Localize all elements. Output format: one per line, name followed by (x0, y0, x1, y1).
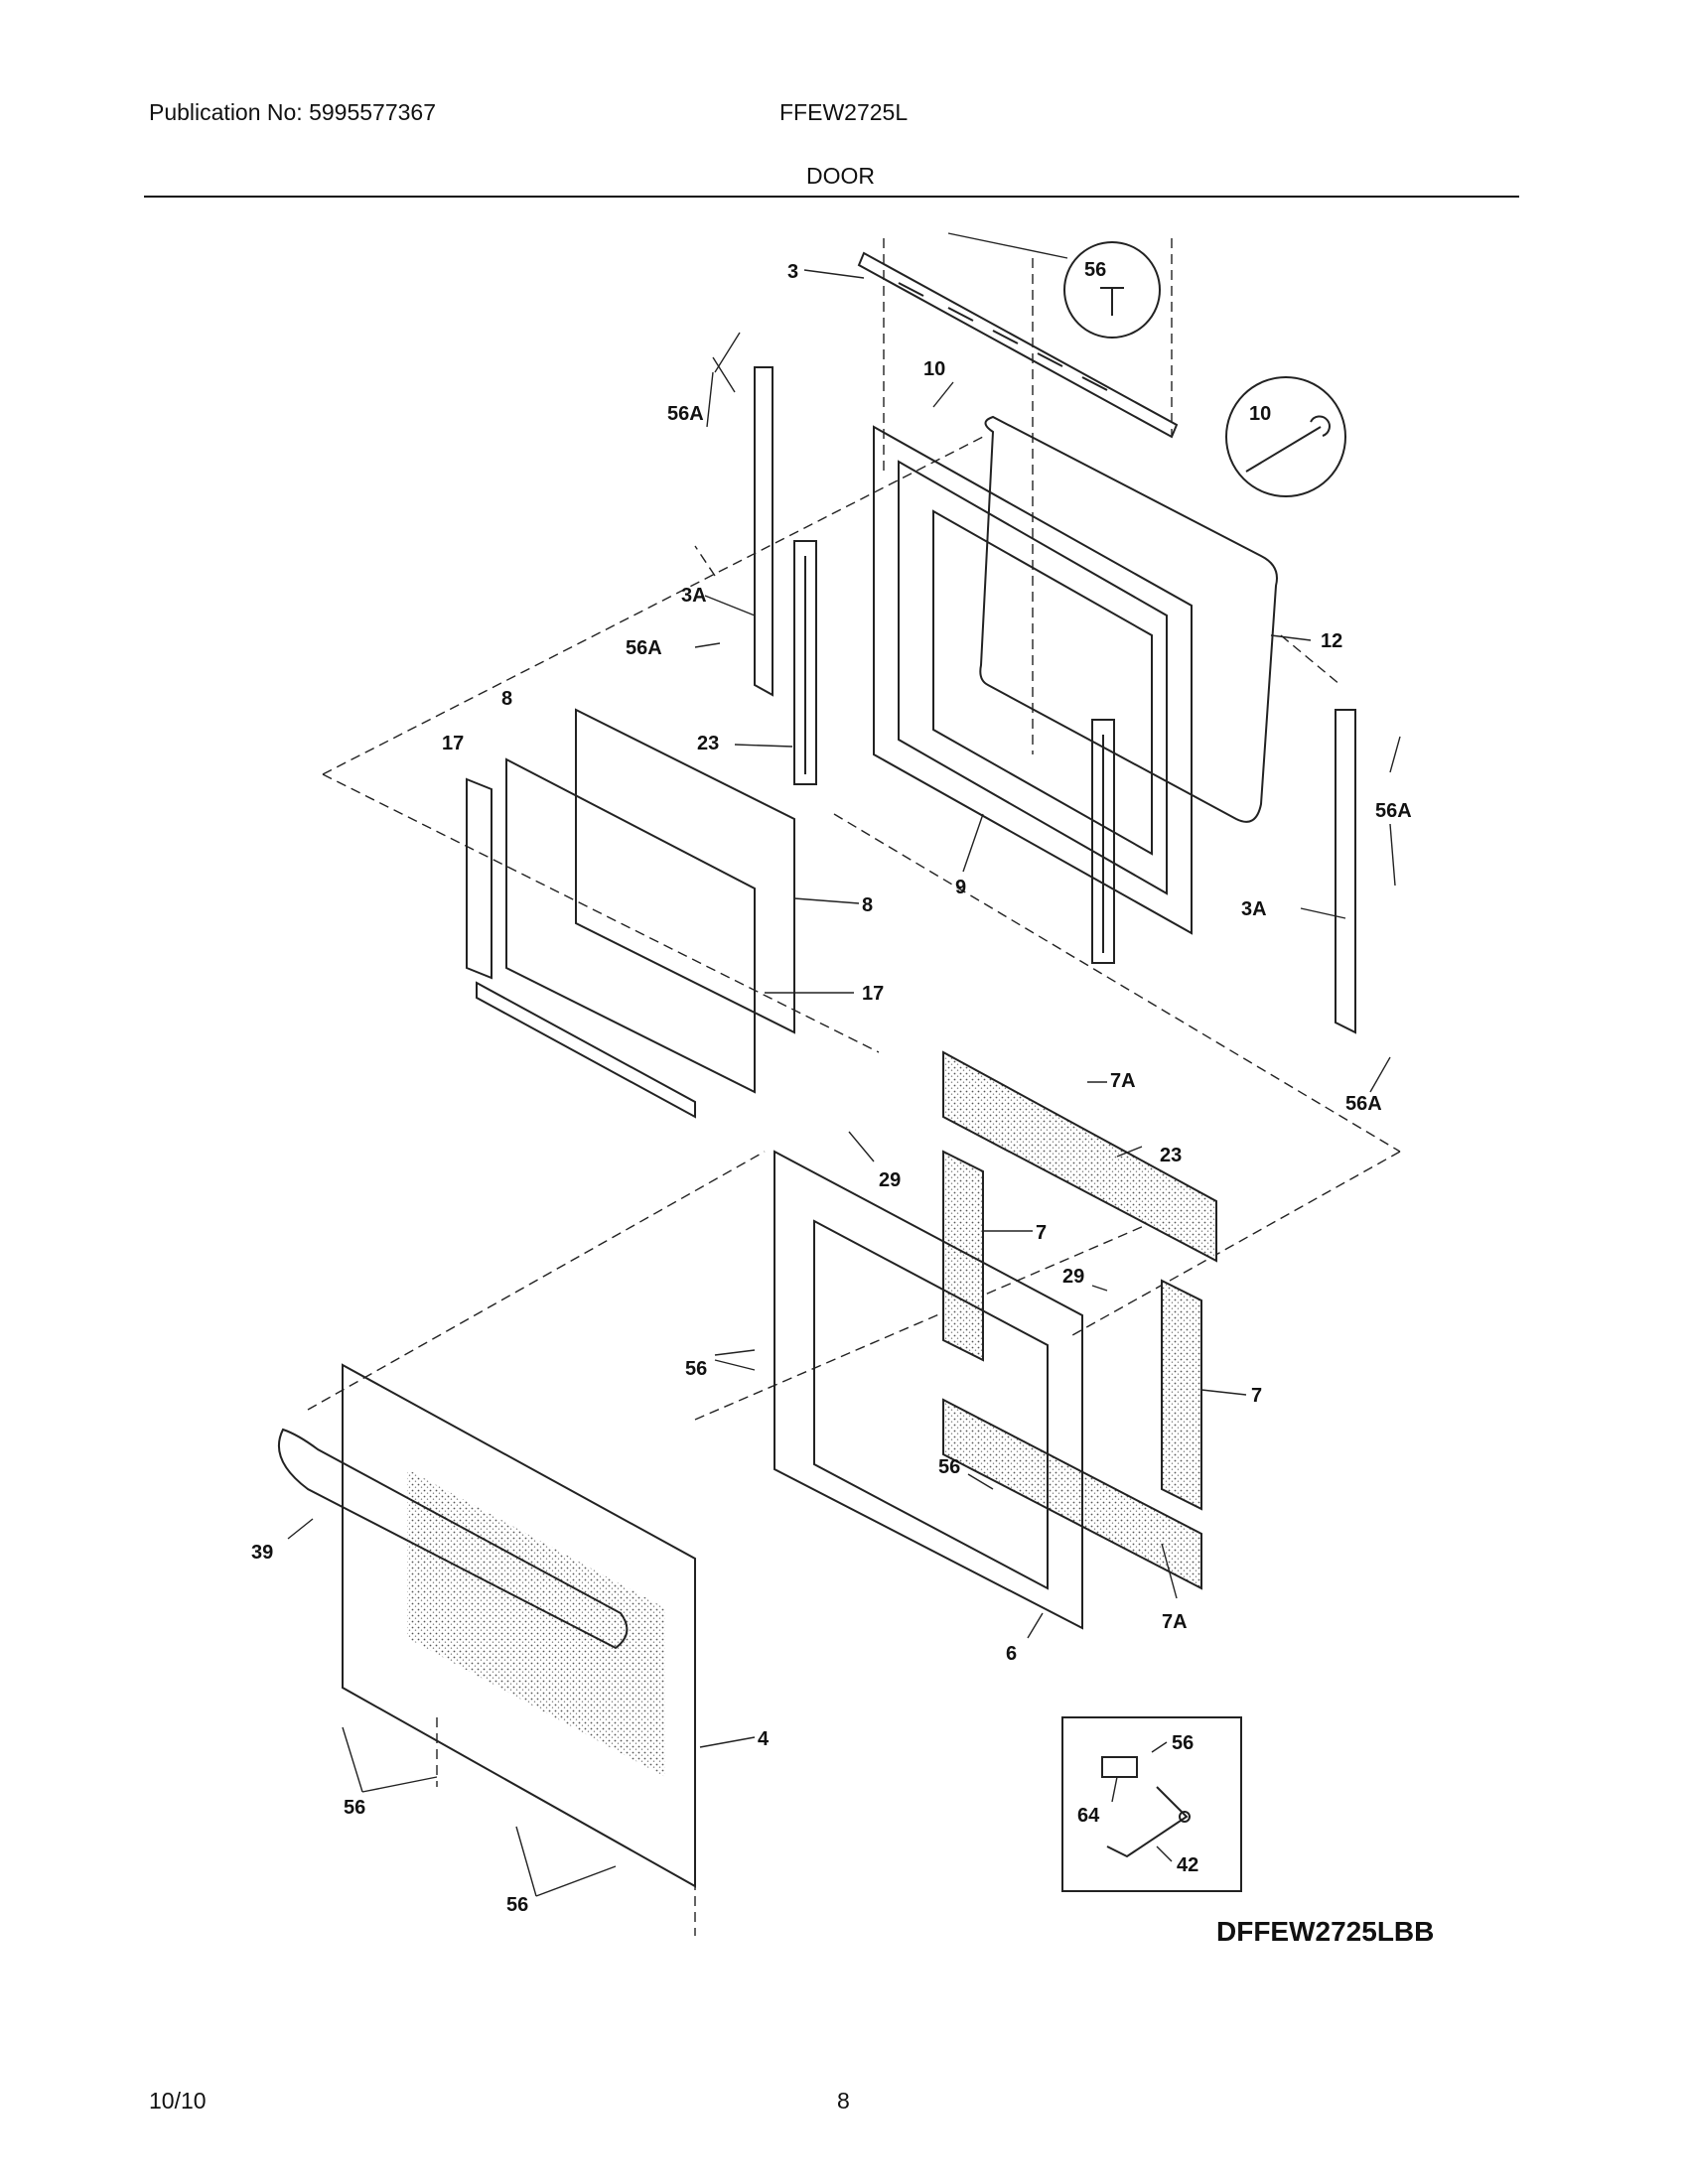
callout-3a: 3A (681, 585, 707, 607)
callout-4: 4 (758, 1728, 770, 1750)
glass-panel-rear (575, 708, 795, 1034)
callout-56: 56 (1084, 259, 1106, 281)
callout-42: 42 (1177, 1854, 1198, 1876)
callout-17: 17 (442, 733, 464, 754)
screw-detail-circle (1063, 241, 1161, 339)
glass-panel-front (505, 757, 756, 1094)
callout-56: 56 (506, 1894, 528, 1916)
callout-56a: 56A (667, 403, 704, 425)
callout-56: 56 (938, 1456, 960, 1478)
callout-7: 7 (1036, 1222, 1047, 1244)
callout-6: 6 (1006, 1643, 1017, 1665)
door-liner (774, 1150, 1083, 1630)
top-vent-trim (857, 251, 1179, 439)
callout-56a: 56A (626, 637, 662, 659)
callout-10: 10 (923, 358, 945, 380)
callout-56: 56 (1172, 1732, 1194, 1754)
callout-7a: 7A (1110, 1070, 1136, 1092)
callout-9: 9 (955, 877, 966, 898)
callout-8: 8 (501, 688, 512, 710)
model-number: FFEW2725L (779, 99, 909, 125)
alignment-lines (307, 238, 1401, 1936)
callout-7: 7 (1251, 1385, 1262, 1407)
callout-29: 29 (879, 1169, 901, 1191)
hinge-right (1091, 719, 1115, 964)
callout-29: 29 (1062, 1266, 1084, 1288)
hinge-left (793, 540, 817, 785)
callout-7a: 7A (1162, 1611, 1188, 1633)
callout-8: 8 (862, 894, 873, 916)
publication-number: Publication No: 5995577367 (149, 99, 437, 125)
door-gasket (979, 415, 1278, 823)
footer-date: 10/10 (149, 2088, 207, 2114)
outer-door-panel (342, 1363, 696, 1888)
callout-56a: 56A (1345, 1093, 1382, 1115)
leader-lines (287, 232, 1401, 1897)
side-trim-right (1335, 709, 1356, 1034)
glass-trim (466, 777, 696, 1119)
callout-3: 3 (787, 261, 798, 283)
footer-page-number: 8 (837, 2088, 850, 2114)
callout-3a: 3A (1241, 898, 1267, 920)
callout-64: 64 (1077, 1805, 1100, 1827)
bracket-inset-box (1061, 1716, 1242, 1892)
callout-56: 56 (344, 1797, 365, 1819)
section-title: DOOR (806, 163, 875, 189)
callout-17: 17 (862, 983, 884, 1005)
door-handle (278, 1428, 629, 1650)
callout-56: 56 (685, 1358, 707, 1380)
callout-10-detail: 10 (1249, 403, 1271, 425)
callout-12: 12 (1321, 630, 1342, 652)
insulation-blocks (942, 1050, 1217, 1590)
callout-56a: 56A (1375, 800, 1412, 822)
side-trim-left (754, 366, 774, 697)
drawing-code: DFFEW2725LBB (1216, 1916, 1435, 1947)
callout-39: 39 (251, 1542, 273, 1564)
callout-23: 23 (1160, 1145, 1182, 1166)
bolt-detail-circle (1225, 376, 1346, 497)
header-rule (144, 196, 1519, 198)
callout-23: 23 (697, 733, 719, 754)
inner-door-frame (873, 425, 1193, 935)
